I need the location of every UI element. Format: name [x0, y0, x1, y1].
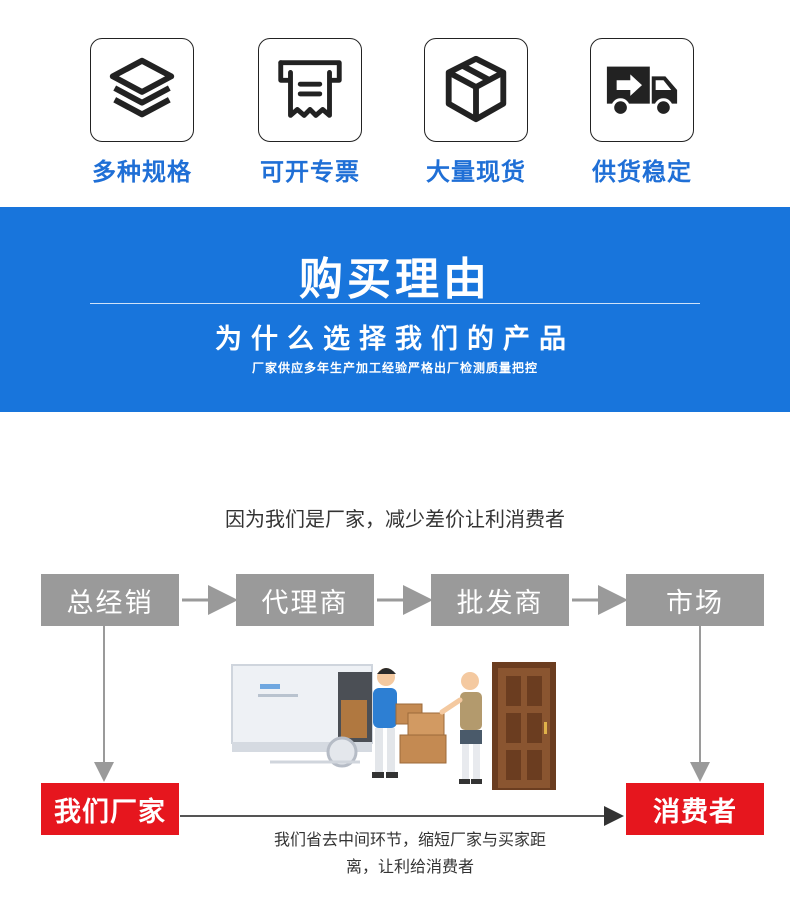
- feature-label: 供货稳定: [592, 158, 692, 186]
- feature-special-invoice: 可开专票: [258, 38, 362, 187]
- feature-tile: [258, 38, 362, 142]
- feature-multiple-specs: 多种规格: [90, 38, 194, 187]
- feature-large-stock: 大量现货: [424, 38, 528, 187]
- banner-subtitle: 为什么选择我们的产品: [215, 324, 575, 355]
- vertical-arrows: [94, 626, 710, 782]
- savings-note: 我们省去中间环节，缩短厂家与买家距 离，让利给消费者: [240, 826, 580, 880]
- flow-step-wholesaler: 批发商: [431, 574, 569, 626]
- delivery-truck-icon: [606, 66, 678, 117]
- layers-icon: [109, 57, 175, 118]
- flow-step-market: 市场: [626, 574, 764, 626]
- feature-tile: [590, 38, 694, 142]
- customer-illustration: [439, 672, 482, 784]
- feature-label: 多种规格: [92, 158, 192, 186]
- reasons-banner: 购买理由 为什么选择我们的产品 厂家供应多年生产加工经验严格出厂检测质量把控: [0, 207, 790, 412]
- parcel-stack-illustration: [399, 712, 447, 764]
- receipt-icon: [278, 60, 342, 118]
- savings-line: 离，让利给消费者: [345, 857, 474, 876]
- feature-tile: [424, 38, 528, 142]
- banner-note: 厂家供应多年生产加工经验严格出厂检测质量把控: [251, 361, 538, 375]
- box-icon: [445, 55, 507, 123]
- feature-tile: [90, 38, 194, 142]
- delivery-illustration: [231, 662, 556, 790]
- savings-line: 我们省去中间环节，缩短厂家与买家距: [273, 830, 546, 849]
- flow-headline: 因为我们是厂家，减少差价让利消费者: [225, 507, 565, 531]
- banner-title: 购买理由: [299, 254, 491, 305]
- feature-stable-supply: 供货稳定: [590, 38, 694, 187]
- door-illustration: [492, 662, 556, 790]
- feature-label: 可开专票: [260, 158, 360, 186]
- truck-illustration: [231, 664, 373, 768]
- flow-step-general-distributor: 总经销: [41, 574, 179, 626]
- banner-divider: [90, 303, 700, 304]
- delivery-man-illustration: [372, 668, 423, 778]
- flow-factory: 我们厂家: [41, 783, 179, 835]
- feature-label: 大量现货: [426, 158, 526, 186]
- flow-step-agent: 代理商: [236, 574, 374, 626]
- flow-consumer: 消费者: [626, 783, 764, 835]
